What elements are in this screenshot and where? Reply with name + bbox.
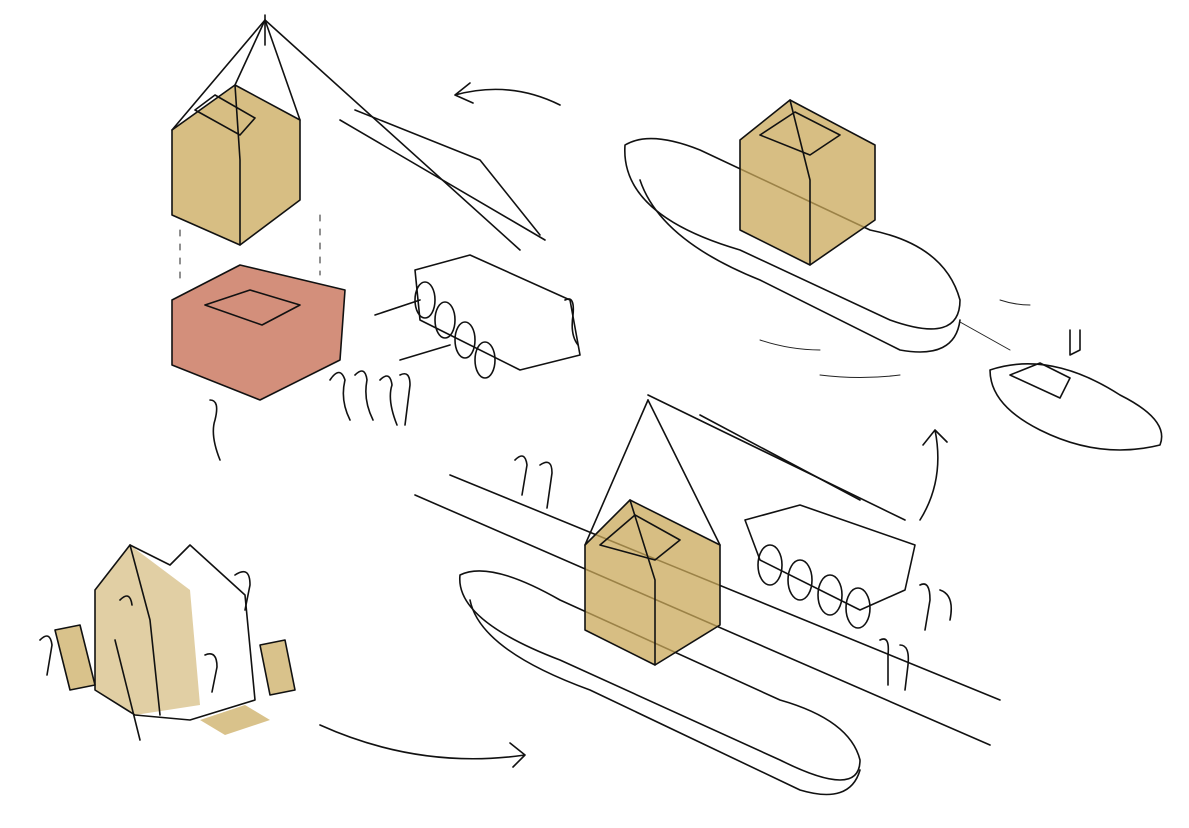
scene-crane-lift — [171, 14, 581, 461]
base-walls — [172, 265, 345, 400]
loading-module-walls — [585, 500, 720, 665]
assembly-module-walls — [95, 545, 200, 715]
lifted-module-walls — [172, 85, 300, 245]
scene-assembly — [39, 544, 296, 741]
scene-barge-tow — [624, 99, 1163, 451]
sequence-arrows — [319, 82, 948, 768]
scene-barge-loading — [414, 394, 1001, 796]
